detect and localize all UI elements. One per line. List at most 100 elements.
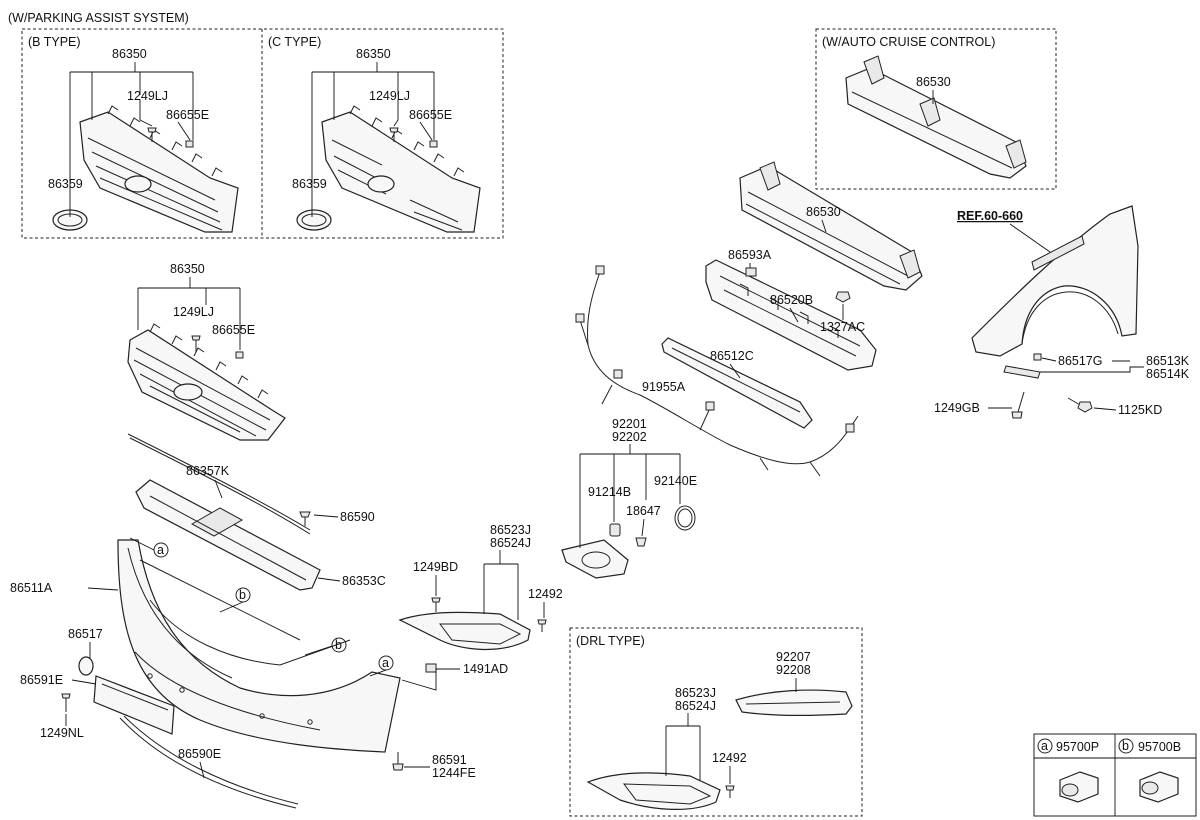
callout-a-right: a	[369, 655, 394, 677]
screw-main	[191, 335, 201, 352]
screw-12492	[537, 619, 547, 632]
label-1249nl: 1249NL	[40, 726, 84, 740]
upper-cover	[135, 479, 321, 591]
callout-b-left: b	[219, 587, 251, 613]
section-title-parking-assist: (W/PARKING ASSIST SYSTEM)	[8, 11, 189, 25]
screw-1249gb	[1011, 391, 1025, 419]
label-1249lj-main: 1249LJ	[173, 305, 214, 319]
sensor-b-icon	[1139, 771, 1179, 803]
wiring-harness	[575, 265, 859, 477]
label-1491ad: 1491AD	[463, 662, 508, 676]
label-86359-b: 86359	[48, 177, 83, 191]
seal-strip	[127, 433, 311, 535]
fog-lamp	[561, 539, 629, 579]
lower-molding	[119, 715, 299, 809]
clip-1491ad	[425, 663, 437, 673]
label-86359-c: 86359	[292, 177, 327, 191]
label-1249gb: 1249GB	[934, 401, 980, 415]
grille-main	[127, 323, 286, 441]
svg-text:a: a	[157, 543, 164, 557]
energy-absorber	[705, 259, 877, 371]
grille-c-type	[321, 105, 481, 233]
label-12492: 12492	[528, 587, 563, 601]
bulb-18647	[635, 537, 647, 547]
label-86530-cruise: 86530	[916, 75, 951, 89]
section-title-auto-cruise: (W/AUTO CRUISE CONTROL)	[822, 35, 995, 49]
ring-92140e	[674, 505, 696, 531]
drl-type-box	[569, 627, 863, 817]
license-bracket	[93, 675, 175, 735]
label-91955a: 91955A	[642, 380, 686, 394]
reinforcement-cruise	[845, 55, 1027, 179]
sensor-legend: a 95700P b 95700B	[1033, 733, 1197, 817]
parking-assist-box	[21, 28, 504, 239]
label-86353c: 86353C	[342, 574, 386, 588]
label-92201: 92201	[612, 417, 647, 431]
section-title-c-type: (C TYPE)	[268, 35, 321, 49]
auto-cruise-box	[815, 28, 1057, 190]
svg-text:b: b	[335, 638, 342, 652]
label-86514k: 86514K	[1146, 367, 1190, 381]
label-92140e: 92140E	[654, 474, 697, 488]
label-86350-main: 86350	[170, 262, 205, 276]
label-86513k: 86513K	[1146, 354, 1190, 368]
svg-text:b: b	[239, 588, 246, 602]
emblem-c-type	[296, 209, 332, 231]
clip-c-type	[429, 140, 438, 148]
bolt-1125kd	[1067, 397, 1093, 413]
section-title-drl-type: (DRL TYPE)	[576, 634, 645, 648]
label-18647: 18647	[626, 504, 661, 518]
label-86590e: 86590E	[178, 747, 221, 761]
legend-callout-b: b	[1122, 739, 1129, 753]
front-fender	[971, 205, 1139, 357]
label-86357k: 86357K	[186, 464, 230, 478]
callout-b-right: b	[304, 637, 347, 656]
socket-91214b	[609, 523, 621, 537]
legend-code-95700p: 95700P	[1056, 740, 1099, 754]
label-86655e-b: 86655E	[166, 108, 209, 122]
grille-b-type	[79, 105, 239, 233]
clip-b-type	[185, 140, 194, 148]
callout-a-upper: a	[129, 537, 169, 558]
cap-86517	[78, 656, 94, 676]
bracket-86593a	[745, 267, 757, 277]
drl-lamp	[735, 689, 853, 716]
drl-screw-12492	[725, 785, 735, 798]
label-86523j-drl: 86523J	[675, 686, 716, 700]
svg-text:a: a	[382, 656, 389, 670]
label-86523j: 86523J	[490, 523, 531, 537]
fender-bracket-86513k	[1003, 365, 1041, 379]
label-86512c: 86512C	[710, 349, 754, 363]
label-1125kd: 1125KD	[1118, 403, 1162, 417]
clip-86590	[299, 511, 311, 526]
label-1249lj-b: 1249LJ	[127, 89, 168, 103]
label-91214b: 91214B	[588, 485, 631, 499]
bumper-cover	[117, 539, 401, 753]
label-1249bd: 1249BD	[413, 560, 458, 574]
label-86590: 86590	[340, 510, 375, 524]
clip-main	[235, 351, 244, 359]
label-92202: 92202	[612, 430, 647, 444]
bumper-reinforcement	[739, 161, 923, 291]
bolt-86591	[392, 752, 404, 771]
label-86350-c: 86350	[356, 47, 391, 61]
legend-code-95700b: 95700B	[1138, 740, 1181, 754]
screw-1249bd	[431, 597, 441, 612]
section-title-b-type: (B TYPE)	[28, 35, 81, 49]
label-86591: 86591	[432, 753, 467, 767]
legend-callout-a: a	[1041, 739, 1048, 753]
drl-cover	[586, 772, 721, 810]
screw-1249nl	[61, 693, 71, 712]
nut-1327ac	[835, 291, 851, 303]
fog-lamp-cover	[398, 611, 531, 650]
label-86517g: 86517G	[1058, 354, 1102, 368]
reference-label: REF.60-660	[957, 209, 1023, 223]
label-86530-main: 86530	[806, 205, 841, 219]
label-86350-b: 86350	[112, 47, 147, 61]
label-86524j-drl: 86524J	[675, 699, 716, 713]
label-92208: 92208	[776, 663, 811, 677]
label-86593a: 86593A	[728, 248, 772, 262]
label-12492-drl: 12492	[712, 751, 747, 765]
stay-86512c	[661, 337, 813, 429]
